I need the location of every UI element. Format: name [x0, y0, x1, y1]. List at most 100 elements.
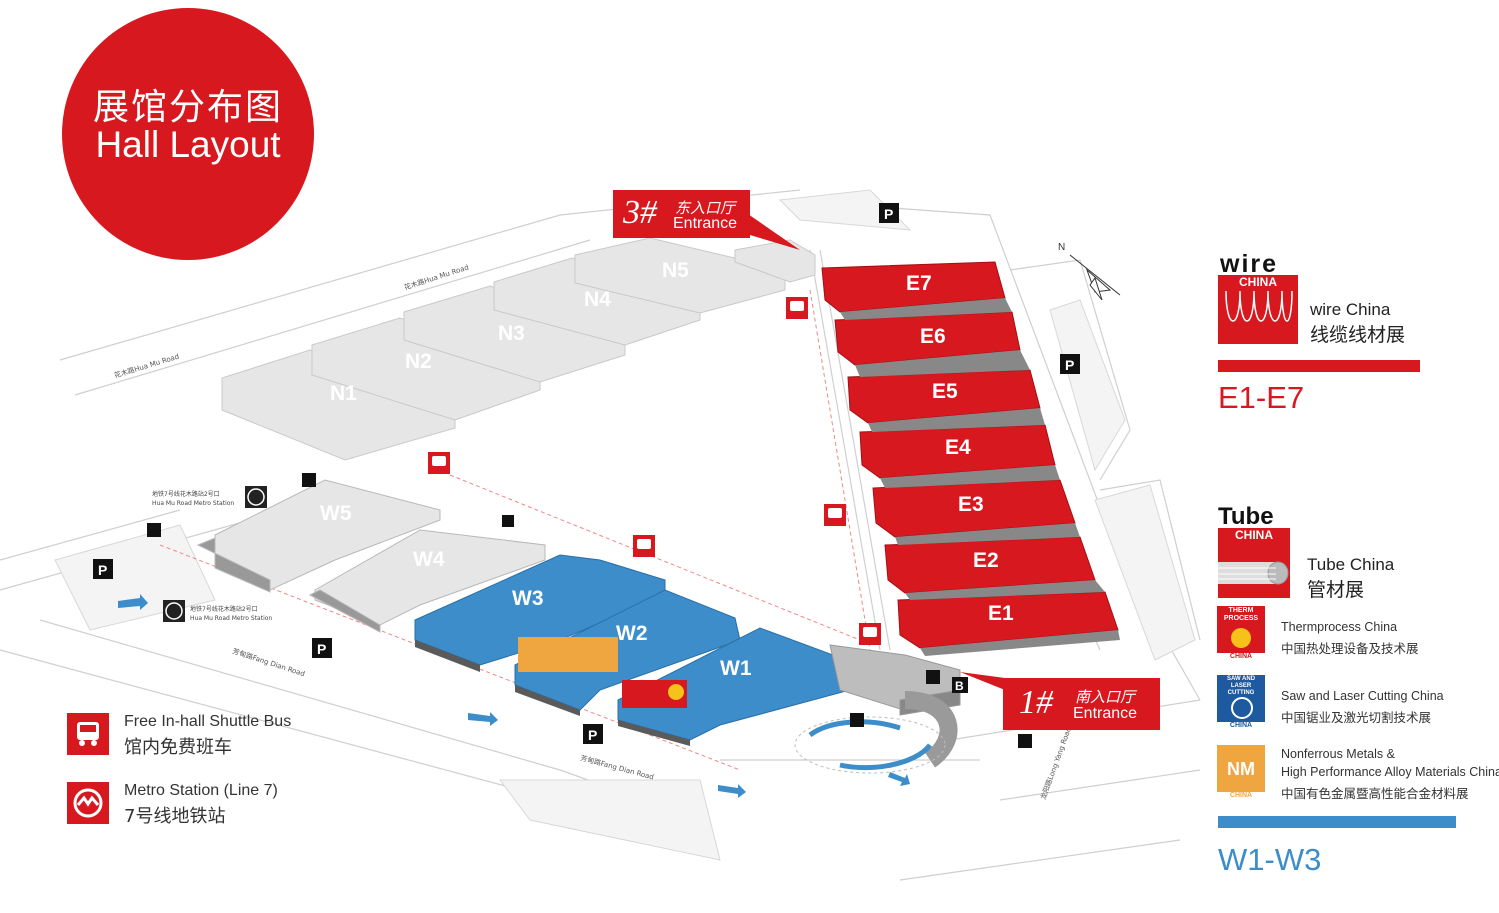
nonferrous-en-1: Nonferrous Metals & [1281, 747, 1395, 761]
entrance-1-number: 1# [1019, 684, 1053, 721]
wire-china-logo: wire CHINA [1218, 250, 1298, 344]
legend-shuttle-en: Free In-hall Shuttle Bus [124, 713, 292, 730]
metro-label-bottom-en: Hua Mu Road Metro Station [190, 615, 272, 622]
tube-china-logo: Tube CHINA [1218, 503, 1290, 598]
hall-w4: W4 [413, 548, 445, 571]
metro-label-top-en: Hua Mu Road Metro Station [152, 500, 234, 507]
hall-e6: E6 [920, 325, 946, 348]
entrance-3-label: 3# 东入口厅 Entrance [613, 190, 750, 238]
tube-china-zh: 管材展 [1307, 579, 1365, 601]
saw-blade-icon [1231, 697, 1253, 719]
metro-label-top-zh: 地铁7号线花木路站2号口 [152, 490, 220, 498]
entrance-3-en: Entrance [673, 215, 738, 232]
hall-e1: E1 [988, 602, 1014, 625]
parking-label: P [317, 641, 326, 657]
hall-shadows [415, 640, 690, 746]
wire-color-bar [1218, 360, 1420, 372]
wire-logo-graphic [1225, 291, 1293, 322]
hall-e4: E4 [945, 436, 971, 459]
entrance-ramp [904, 691, 958, 768]
entrance-3-pointer [740, 212, 800, 250]
tube-logo-graphic [1218, 544, 1290, 598]
legend-metro-zh: 7号线地铁站 [124, 806, 226, 827]
thermprocess-sun-icon [668, 684, 684, 700]
metro-icon [163, 600, 185, 622]
wire-china-zh: 线缆线材展 [1310, 324, 1406, 346]
parking-label: P [884, 206, 893, 222]
thermprocess-logo-sub: CHINA [1217, 653, 1265, 664]
bus-taxi-icon [147, 473, 1032, 748]
saw-laser-logo: SAW AND LASER CUTTING CHINA [1217, 675, 1265, 733]
compass-icon: N [1058, 242, 1121, 301]
hall-w1: W1 [720, 657, 752, 680]
thermprocess-logo: THERM PROCESS CHINA [1217, 606, 1265, 664]
b-label: B [955, 679, 964, 693]
wire-logo-top: wire [1220, 250, 1279, 278]
hall-n1: N1 [330, 382, 357, 405]
thermprocess-zh: 中国热处理设备及技术展 [1281, 641, 1419, 656]
saw-laser-en: Saw and Laser Cutting China [1281, 689, 1444, 703]
hall-e7: E7 [906, 272, 932, 295]
wire-range: E1-E7 [1218, 380, 1305, 415]
parking-label: P [1065, 357, 1074, 373]
shuttle-bus-icon [67, 713, 109, 755]
north-halls [221, 237, 816, 461]
thermprocess-logo-text: THERM PROCESS [1223, 607, 1259, 622]
legend-metro-en: Metro Station (Line 7) [124, 782, 278, 799]
hall-e2: E2 [973, 549, 999, 572]
west-blue-halls [414, 554, 861, 741]
hall-n5: N5 [662, 259, 689, 282]
tube-logo-sub: CHINA [1218, 528, 1290, 544]
hall-n3: N3 [498, 322, 525, 345]
metro-label-bottom-zh: 地铁7号线花木路站2号口 [190, 605, 258, 613]
hall-w3: W3 [512, 587, 544, 610]
nonferrous-logo: NM CHINA [1217, 745, 1265, 803]
saw-laser-logo-text: SAW AND LASER CUTTING [1226, 676, 1256, 696]
entrance-1-zh: 南入口厅 [1075, 688, 1136, 706]
hall-e5: E5 [932, 380, 958, 403]
legend-shuttle-zh: 馆内免费班车 [124, 737, 232, 758]
parking-label: P [588, 727, 597, 743]
parking-label: P [98, 562, 107, 578]
legend-shuttle: Free In-hall Shuttle Bus 馆内免费班车 [67, 713, 367, 758]
east-hall-shadows [840, 298, 1120, 656]
metro-icon [245, 486, 267, 508]
nonferrous-logo-sub: CHINA [1217, 792, 1265, 803]
metro-icon [67, 782, 109, 824]
west-grey-halls [196, 479, 546, 633]
roundabout [794, 716, 946, 774]
hall-n2: N2 [405, 350, 432, 373]
nonferrous-en-2: High Performance Alloy Materials China [1281, 765, 1499, 779]
hall-e3: E3 [958, 493, 984, 516]
tube-logo-top: Tube [1218, 503, 1274, 530]
nonferrous-logo-text: NM [1227, 759, 1255, 779]
traffic-arrows [118, 594, 910, 798]
road-label-fang-dian: 芳甸路Fang Dian Road [231, 646, 306, 678]
hall-w2: W2 [616, 622, 648, 645]
thermprocess-en: Thermprocess China [1281, 620, 1398, 634]
road-label-fang-dian-2: 芳甸路Fang Dian Road [579, 753, 654, 781]
entrance-1-label: 1# 南入口厅 Entrance [1003, 678, 1160, 730]
saw-laser-logo-sub: CHINA [1217, 722, 1265, 733]
hall-w5: W5 [320, 502, 352, 525]
saw-laser-zh: 中国锯业及激光切割技术展 [1281, 710, 1432, 725]
entrance-1-en: Entrance [1073, 705, 1138, 722]
road-label-hua-mu-2: 花木路Hua Mu Road [113, 352, 180, 380]
title-en: Hall Layout [95, 124, 281, 165]
tube-china-name: Tube China [1307, 555, 1395, 574]
legend-metro: Metro Station (Line 7) 7号线地铁站 [67, 782, 367, 827]
nm-booth [518, 637, 618, 672]
compass-north-label: N [1058, 242, 1065, 253]
title-zh: 展馆分布图 [92, 87, 283, 128]
sun-icon [1231, 628, 1251, 648]
wire-logo-sub: CHINA [1218, 275, 1298, 291]
entrance-1-pointer [960, 672, 1005, 690]
hall-n4: N4 [584, 288, 611, 311]
road-label-hua-mu: 花木路Hua Mu Road [403, 262, 470, 291]
parking-icon [93, 203, 1080, 744]
tube-color-bar [1218, 816, 1456, 828]
wire-china-name: wire China [1310, 300, 1391, 319]
entrance-3-zh: 东入口厅 [675, 199, 736, 217]
entrance-3-number: 3# [623, 194, 657, 231]
